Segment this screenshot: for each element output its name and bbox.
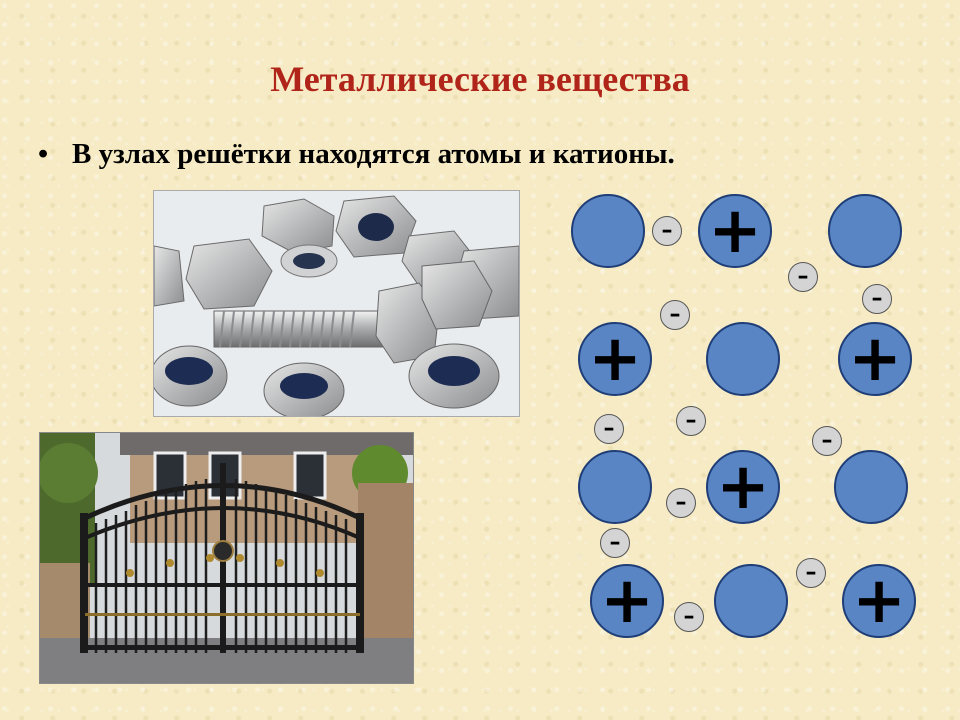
cation: + (842, 564, 916, 638)
electron: – (674, 602, 704, 632)
metal-gate-photo (39, 432, 414, 684)
metallic-lattice-diagram: + + + + + + – – – – – – – – – – – (560, 186, 940, 646)
cation: + (590, 564, 664, 638)
neutral-atom (571, 194, 645, 268)
neutral-atom (834, 450, 908, 524)
cation: + (706, 450, 780, 524)
electron: – (600, 528, 630, 558)
bullet-marker: • (38, 138, 49, 170)
electron: – (862, 284, 892, 314)
cation: + (578, 322, 652, 396)
electron: – (660, 300, 690, 330)
neutral-atom (714, 564, 788, 638)
electron: – (788, 262, 818, 292)
neutral-atom (828, 194, 902, 268)
electron: – (652, 216, 682, 246)
slide-title: Металлические вещества (270, 59, 690, 99)
cation: + (698, 194, 772, 268)
neutral-atom (578, 450, 652, 524)
electron: – (676, 406, 706, 436)
bolts-and-nuts-photo (153, 190, 520, 417)
bullet-text: В узлах решётки находятся атомы и катион… (72, 138, 675, 170)
electron: – (594, 414, 624, 444)
neutral-atom (706, 322, 780, 396)
electron: – (796, 558, 826, 588)
electron: – (812, 426, 842, 456)
electron: – (666, 488, 696, 518)
cation: + (838, 322, 912, 396)
